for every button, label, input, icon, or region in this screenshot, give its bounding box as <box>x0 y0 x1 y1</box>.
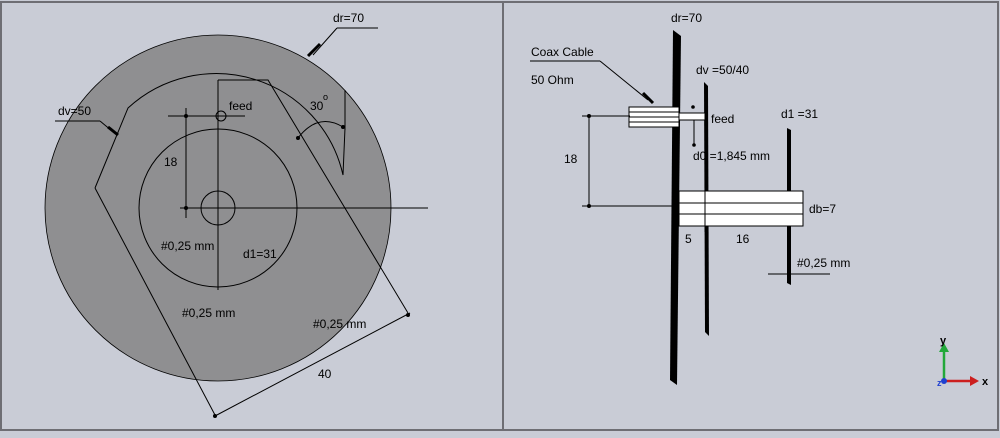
z-axis-label: z <box>937 378 942 388</box>
dv-leader-arrow <box>107 125 119 137</box>
dim-18-tick-top <box>587 114 591 118</box>
front-dim-18-label: 18 <box>164 155 178 169</box>
d0-tick-top <box>691 105 695 109</box>
front-dr-label: dr=70 <box>333 11 364 25</box>
side-db-label: db=7 <box>809 202 836 216</box>
side-dim-16-label: 16 <box>736 232 750 246</box>
angle-ray <box>218 79 409 314</box>
side-d1-label: d1 =31 <box>781 107 818 121</box>
side-dim-5-label: 5 <box>685 232 692 246</box>
director-contour <box>94 73 346 189</box>
front-angle-label: 30 <box>310 99 324 113</box>
side-dr-label: dr=70 <box>671 11 702 25</box>
wire-tick <box>787 272 791 276</box>
front-feed-label: feed <box>229 99 252 113</box>
angle-tick-left <box>296 136 300 140</box>
hub-bar[interactable] <box>678 190 804 227</box>
z-axis-dot <box>941 378 947 384</box>
front-dv-label: dv=50 <box>58 104 91 118</box>
front-wire-right-label: #0,25 mm <box>313 317 366 331</box>
angle-arc <box>297 121 344 139</box>
coax-leader <box>599 60 649 101</box>
dr-leader <box>312 27 338 56</box>
side-ohm-label: 50 Ohm <box>531 73 574 87</box>
dim-40-tick-right <box>406 313 410 317</box>
front-view: dr=70 dv=50 feed 30 o 18 #0,25 mm d1=31 … <box>44 11 428 418</box>
dim-40-tick-left <box>213 414 217 418</box>
side-wire-label: #0,25 mm <box>797 256 850 270</box>
dr-leader-arrow <box>306 42 322 58</box>
front-wire-bottom-label: #0,25 mm <box>182 306 235 320</box>
x-axis-label: x <box>982 376 989 388</box>
front-dim-40-label: 40 <box>318 367 332 381</box>
dim-40-line <box>214 312 411 417</box>
front-wire-left-label: #0,25 mm <box>161 239 214 253</box>
axis-triad[interactable]: y x z <box>937 335 989 388</box>
dim-18-tick-bottom <box>587 204 591 208</box>
feed-wire[interactable] <box>678 112 706 121</box>
y-axis-label: y <box>940 335 947 347</box>
contour-left-edge <box>94 187 216 416</box>
front-degree-label: o <box>323 92 328 102</box>
y-axis-head <box>939 343 949 352</box>
side-coax-label: Coax Cable <box>531 45 594 59</box>
side-dv-label: dv =50/40 <box>696 63 749 77</box>
side-view: dr=70 Coax Cable 50 Ohm dv =50/40 feed d… <box>530 11 850 385</box>
x-axis-head <box>970 376 979 386</box>
side-feed-label: feed <box>711 112 734 126</box>
angle-tick-right <box>341 125 345 129</box>
side-d0-label: d0 =1,845 mm <box>693 149 770 163</box>
front-d1-label: d1=31 <box>243 247 277 261</box>
dim-18-tick-bottom <box>184 206 188 210</box>
side-dim-18-label: 18 <box>564 152 578 166</box>
dim-18-tick-top <box>184 114 188 118</box>
coax-leader-arrow <box>641 91 655 105</box>
